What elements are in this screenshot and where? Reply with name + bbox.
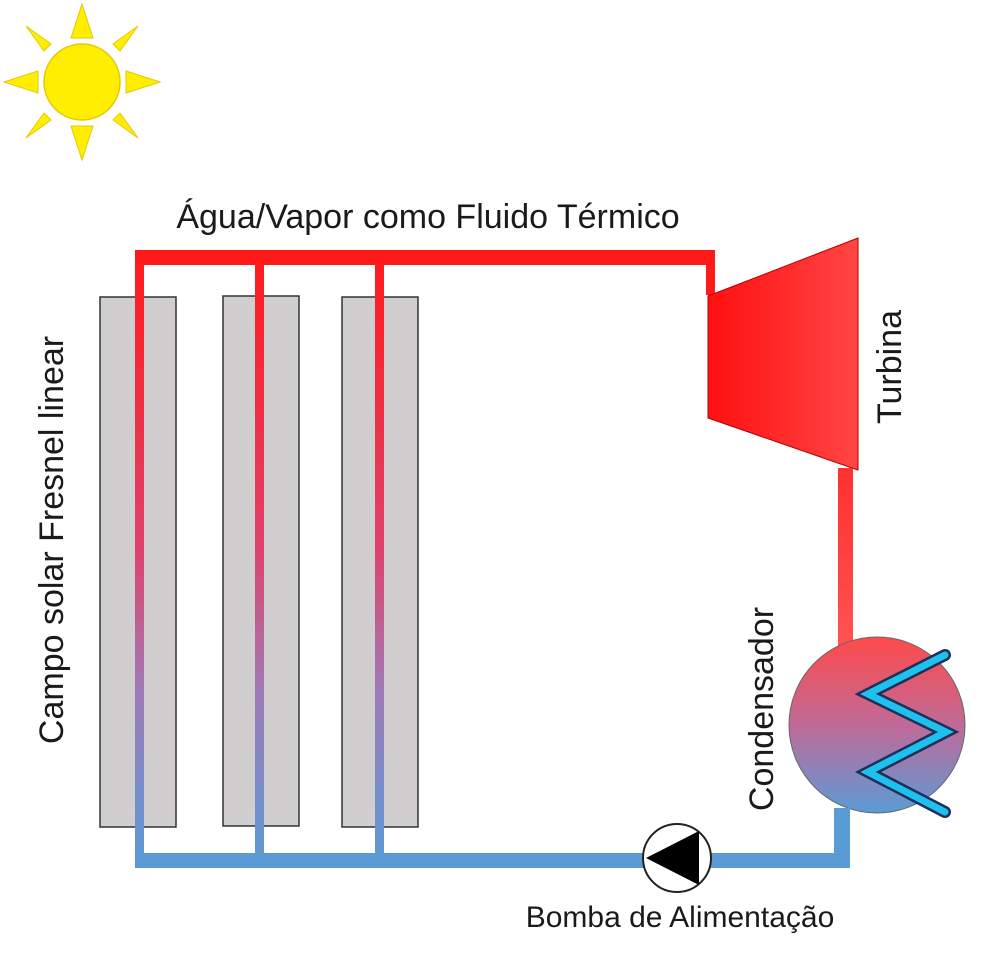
pump-label: Bomba de Alimentação xyxy=(526,901,835,934)
collector-pipe-1 xyxy=(135,250,144,862)
condenser-icon xyxy=(788,636,966,818)
turbine-outlet-pipe xyxy=(838,468,853,646)
condenser-label: Condensador xyxy=(743,607,781,811)
turbine-icon xyxy=(707,237,859,471)
solar-field-label: Campo solar Fresnel linear xyxy=(33,336,71,744)
sun-icon xyxy=(2,2,162,162)
pump-icon xyxy=(642,823,712,893)
collector-pipe-2 xyxy=(255,250,264,862)
fluid-label: Água/Vapor como Fluido Térmico xyxy=(176,198,679,236)
hot-steam-pipe xyxy=(135,250,715,265)
cold-return-pipe xyxy=(135,853,850,868)
collector-pipe-3 xyxy=(375,250,384,862)
turbine-label: Turbina xyxy=(871,310,909,424)
turbine-inlet-pipe xyxy=(706,250,715,295)
